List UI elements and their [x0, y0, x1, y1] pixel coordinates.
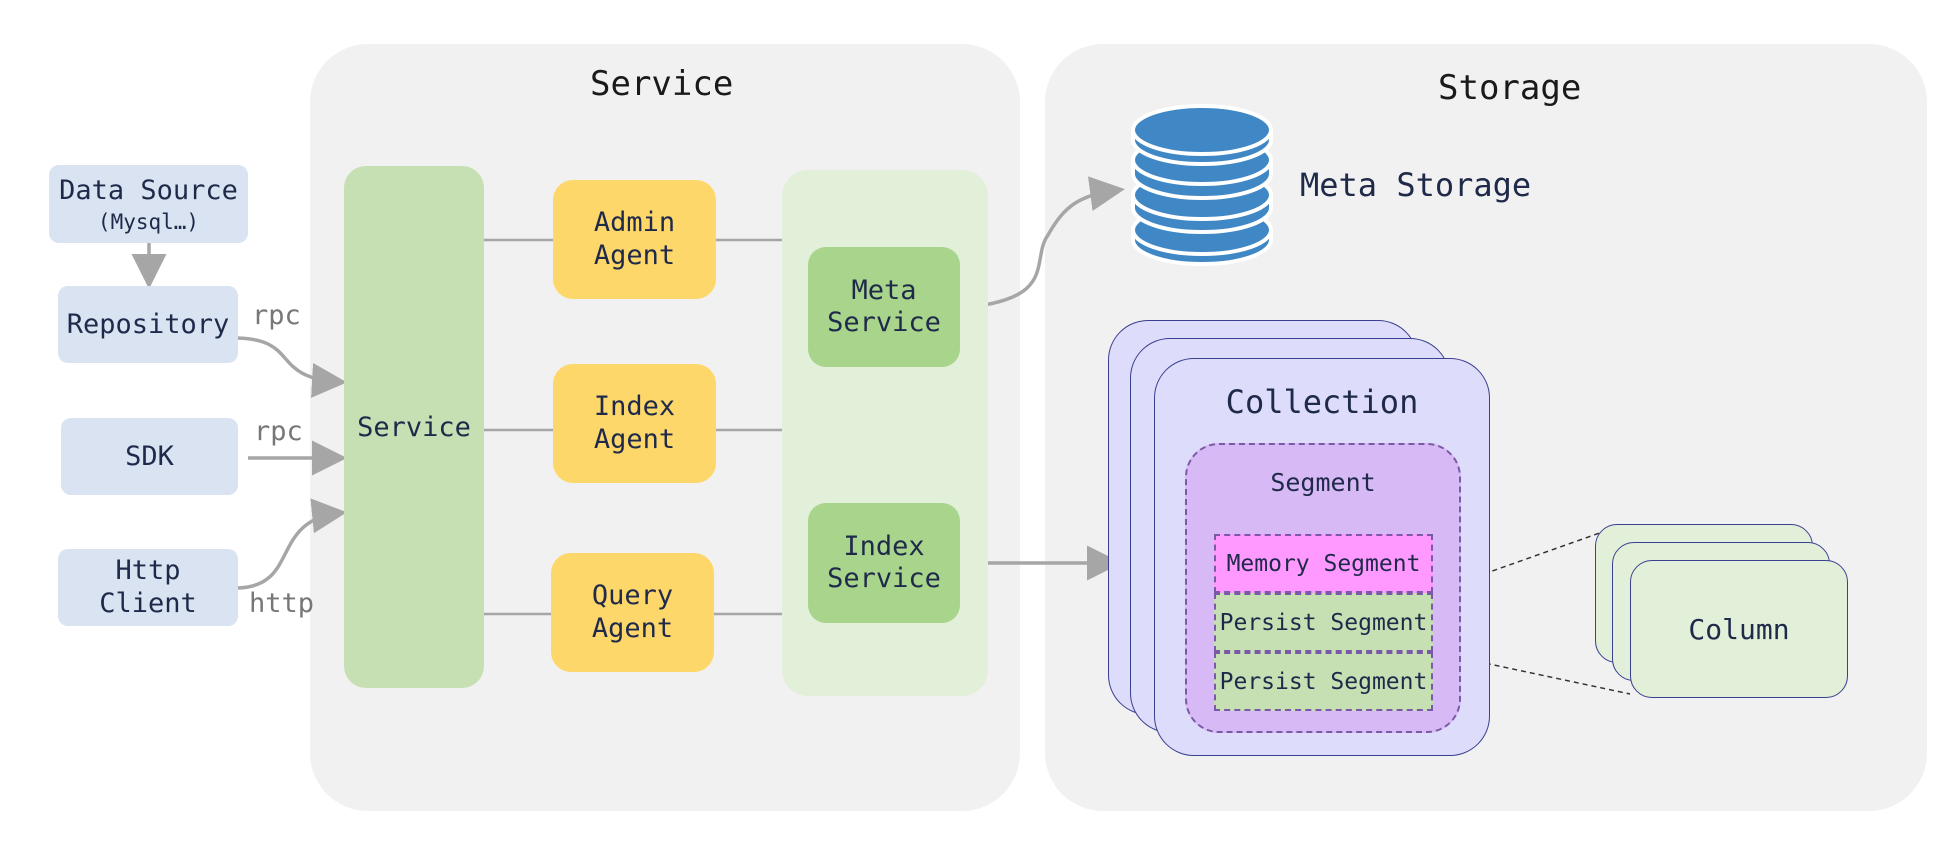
service-node: Service [344, 166, 484, 688]
segment-title: Segment [1270, 468, 1376, 497]
edge-http-service [237, 498, 347, 590]
rpc-label-repository: rpc [252, 300, 301, 331]
rpc-label-sdk: rpc [254, 416, 303, 447]
data-source-subtitle: (Mysql…) [97, 209, 200, 234]
index-agent-node: Index Agent [553, 364, 716, 483]
repository-node: Repository [58, 286, 238, 363]
persist-segment: Persist Segment [1214, 593, 1433, 652]
collection-title: Collection [1225, 383, 1419, 421]
query-agent-node: Query Agent [551, 553, 714, 672]
index-service-node: Index Service [808, 503, 960, 623]
edge-metaservice-metastorage [959, 176, 1125, 310]
http-client-node: Http Client [58, 549, 238, 626]
edge-repository-service [237, 336, 347, 398]
meta-storage-label: Meta Storage [1300, 166, 1532, 204]
http-label: http [249, 588, 315, 619]
admin-agent-node: Admin Agent [553, 180, 716, 299]
service-panel-title: Service [590, 64, 734, 104]
sdk-node: SDK [61, 418, 238, 495]
meta-service-node: Meta Service [808, 247, 960, 367]
data-source-node: Data Source (Mysql…) [49, 165, 248, 243]
storage-panel-title: Storage [1438, 68, 1582, 108]
persist-segment: Persist Segment [1214, 652, 1433, 711]
column-node: Column [1630, 560, 1848, 698]
data-source-title: Data Source [59, 174, 238, 206]
memory-segment: Memory Segment [1214, 534, 1433, 593]
